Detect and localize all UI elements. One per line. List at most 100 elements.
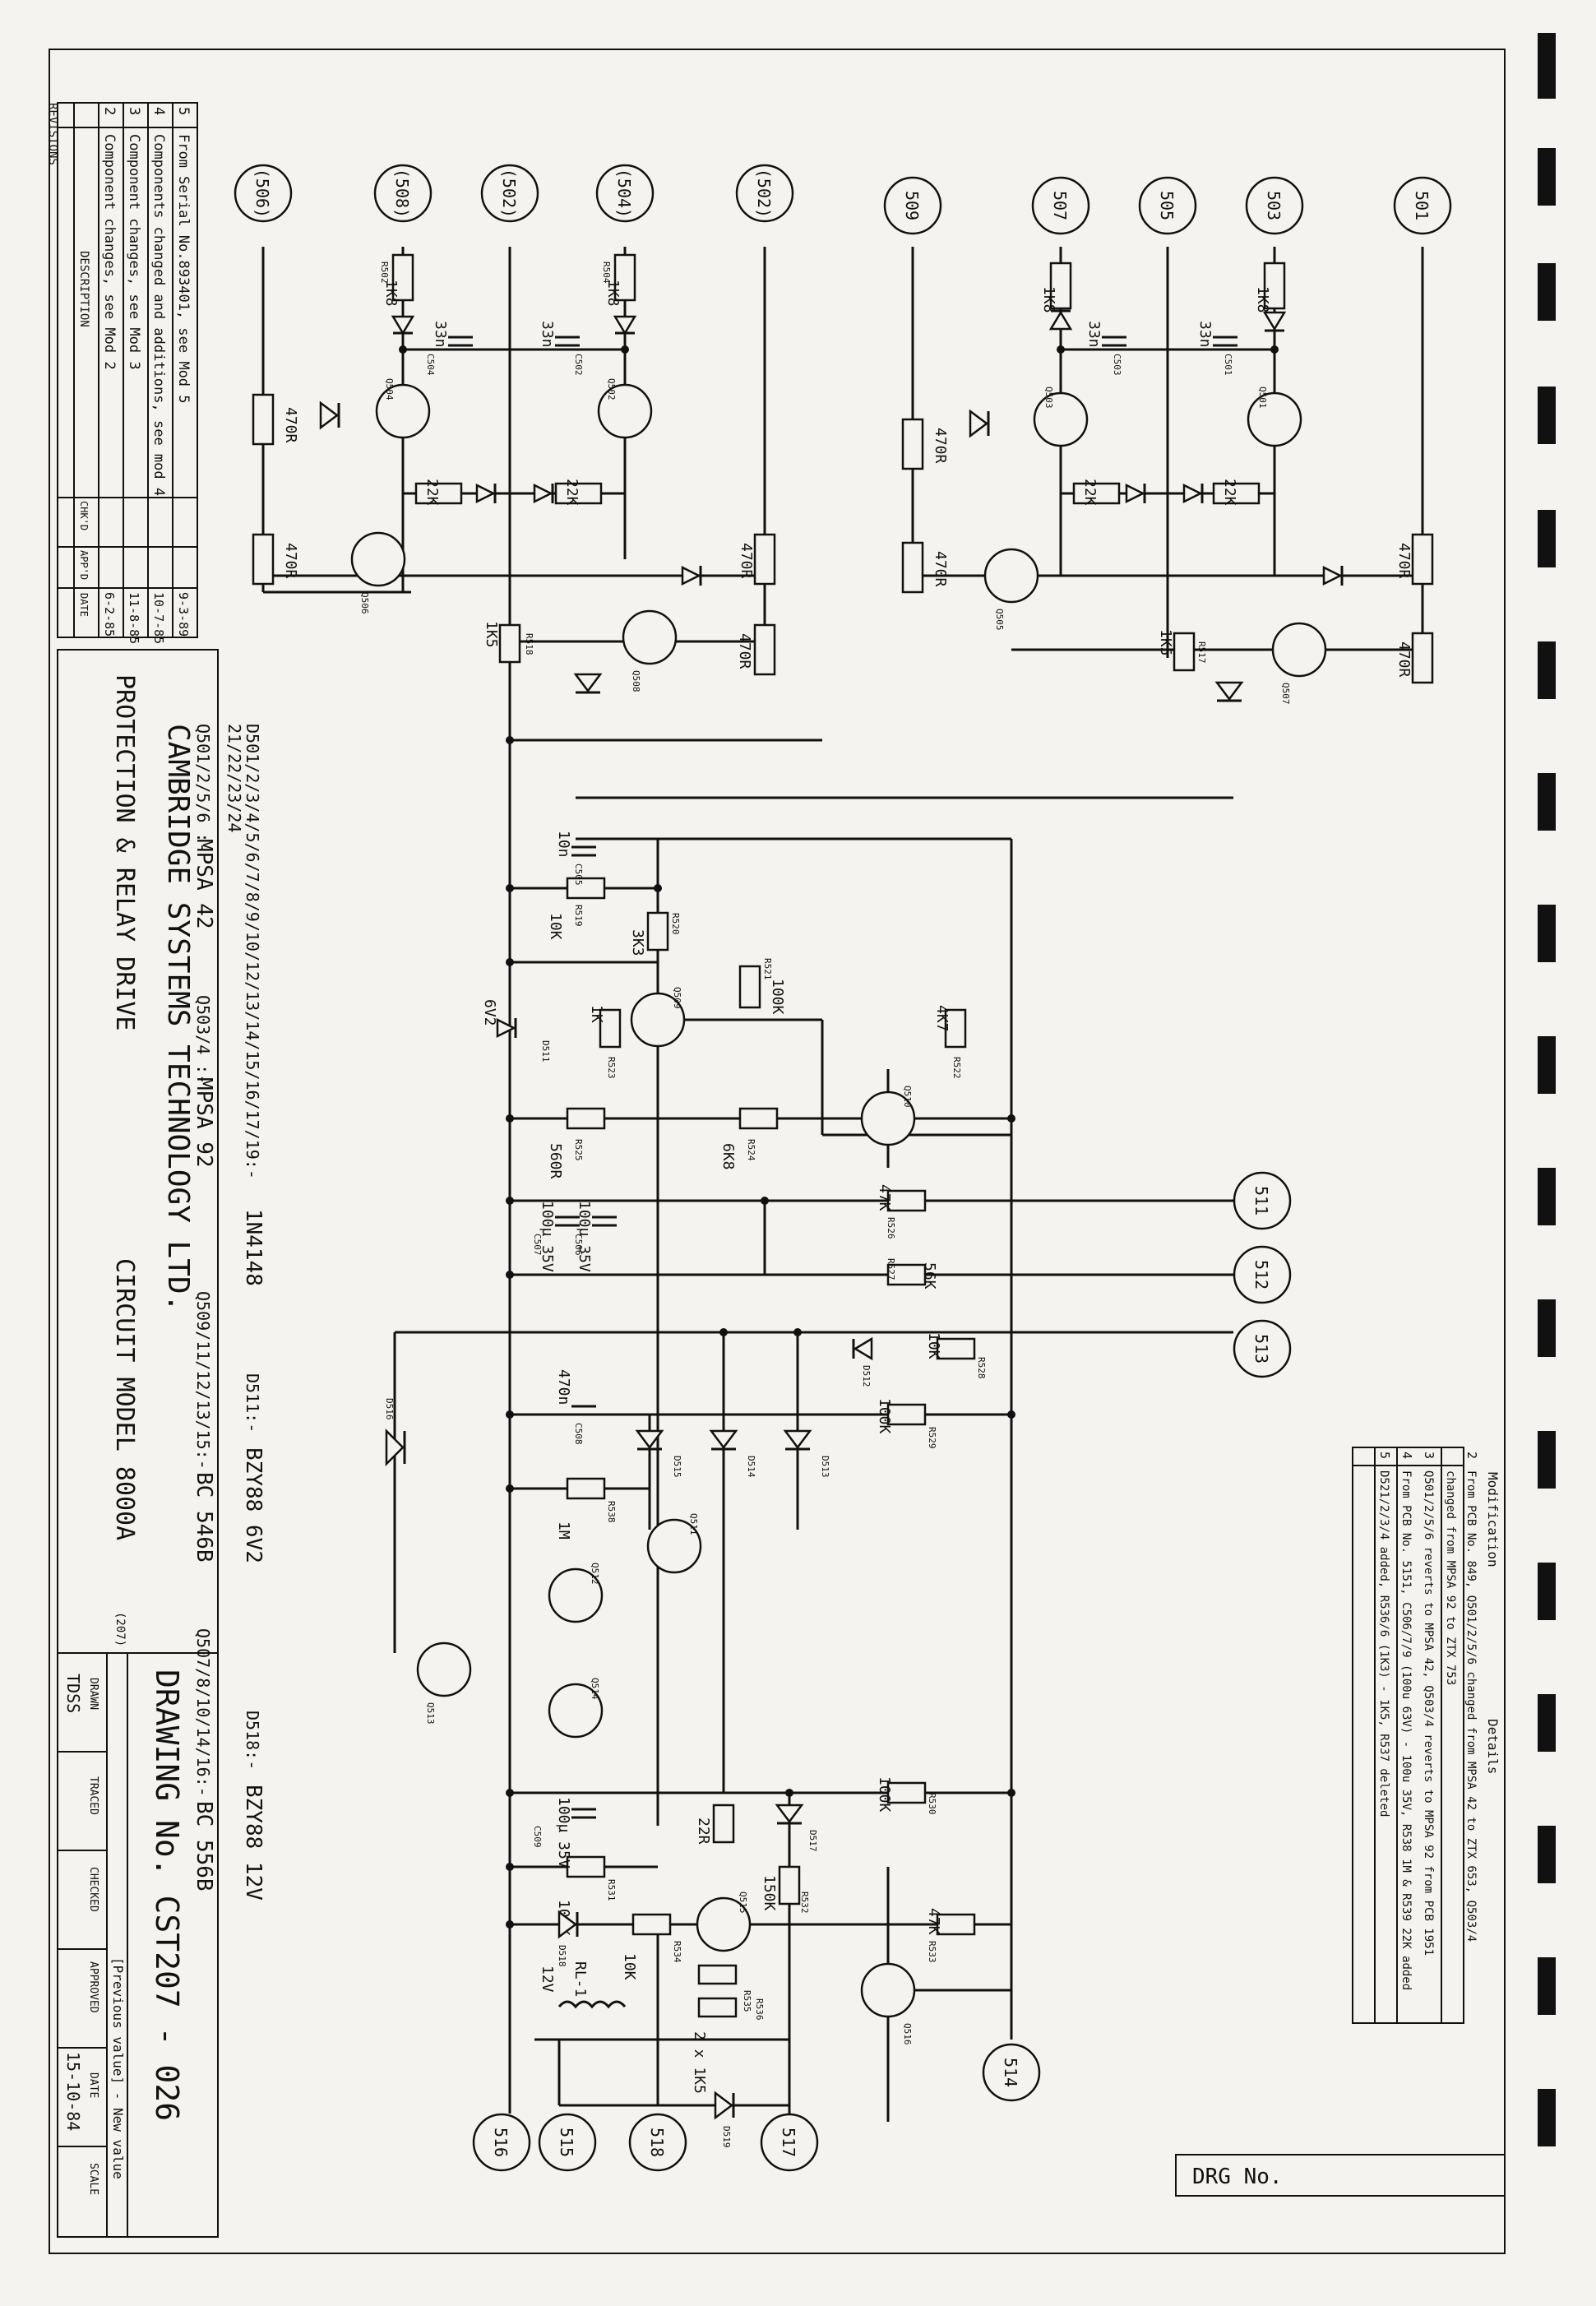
note-value: BZY88 6V2 <box>241 1447 266 1563</box>
svg-text:R523: R523 <box>606 1057 617 1079</box>
capacitor-c503: 33n <box>1085 321 1126 348</box>
note-value: BZY88 12V <box>241 1785 266 1901</box>
transistor-q512 <box>548 1567 604 1623</box>
svg-text:R521: R521 <box>762 958 773 980</box>
svg-text:R520: R520 <box>670 913 681 935</box>
resistor-r506: 470R <box>252 393 299 446</box>
resistor-r520: 3K3 <box>629 911 669 956</box>
terminal-511: 511 <box>1233 1171 1292 1230</box>
svg-text:22K: 22K <box>563 479 581 506</box>
svg-text:509: 509 <box>902 191 922 220</box>
resistor-r519: 10K <box>547 877 606 940</box>
rev-text: Component changes, see Mod 2 <box>101 134 118 370</box>
svg-text:C508: C508 <box>573 1423 584 1445</box>
resistor-r529: 100K <box>876 1398 927 1434</box>
svg-text:Q502: Q502 <box>606 378 617 401</box>
resistor-r525: 560R <box>547 1107 606 1179</box>
transistor-q516 <box>860 1962 916 2018</box>
svg-text:R525: R525 <box>573 1139 584 1161</box>
rev-description-label: DESCRIPTION <box>77 251 90 327</box>
mod-text: Q501/2/5/6 reverts to MPSA 42, Q503/4 re… <box>1422 1470 1435 1956</box>
svg-text:(508): (508) <box>392 169 412 218</box>
scale-label: SCALE <box>87 2163 99 2195</box>
svg-text:(502): (502) <box>499 169 519 218</box>
resistor-r539: 22R <box>695 1804 735 1845</box>
svg-text:D512: D512 <box>861 1365 872 1387</box>
svg-text:C504: C504 <box>425 354 436 376</box>
mod-no: 3 <box>1422 1452 1436 1459</box>
capacitor-c508: 470n <box>555 1369 596 1416</box>
svg-text:470R: 470R <box>736 633 753 669</box>
title-block: CAMBRIDGE SYSTEMS TECHNOLOGY LTD. PROTEC… <box>57 649 219 2238</box>
capacitors: 33n 33n 33n 33n 10n 100µ 35V 100µ 35V 47… <box>432 321 1237 1868</box>
capacitor-c501: 33n <box>1196 321 1237 348</box>
sheet-border <box>49 49 1506 2254</box>
resistor-r514: 470R <box>252 533 299 586</box>
note-label: D501/2/3/4/5/6/7/8/9/10/12/13/14/15/16/1… <box>243 724 262 1179</box>
svg-text:470R: 470R <box>932 551 949 587</box>
svg-text:470R: 470R <box>932 428 949 464</box>
resistor-r503: 1K8 <box>1040 262 1072 313</box>
svg-text:D514: D514 <box>746 1456 756 1478</box>
mod-text: From PCB No. 5151, C506/7/9 (100u 63V) -… <box>1399 1470 1413 1990</box>
diode-d506 <box>319 401 340 430</box>
resistor-r535: 2 x 1K5 <box>691 1964 738 2094</box>
svg-text:D511: D511 <box>540 1040 551 1063</box>
svg-text:R535: R535 <box>742 1990 752 2012</box>
terminal-508: (508) <box>373 164 433 223</box>
capacitor-c504: 33n <box>432 321 473 348</box>
resistor-r515: 470R <box>1395 632 1434 684</box>
terminal-509: 509 <box>883 176 942 235</box>
svg-text:Q513: Q513 <box>425 1702 436 1725</box>
traced-label: TRACED <box>87 1776 99 1815</box>
svg-text:Q504: Q504 <box>384 378 395 401</box>
diode-d505 <box>969 409 990 438</box>
svg-text:47K: 47K <box>925 1908 942 1935</box>
rev-date: 10-7-85 <box>151 592 166 644</box>
diode-d519 <box>714 2091 735 2120</box>
svg-text:4K7: 4K7 <box>933 1005 951 1032</box>
svg-text:512: 512 <box>1251 1260 1271 1290</box>
terminal-504: (504) <box>595 164 655 223</box>
svg-text:Q507: Q507 <box>1280 683 1291 705</box>
transistor-q504 <box>375 383 431 439</box>
svg-text:R536: R536 <box>754 1998 765 2021</box>
mod-no: 2 <box>1464 1452 1479 1459</box>
drawing-model-suffix: (207) <box>113 1612 127 1646</box>
note-label: Q507/8/10/14/16:- <box>193 1628 213 1797</box>
terminal-515: 515 <box>538 2113 597 2172</box>
resistor-r517: 1K5 <box>1157 629 1196 672</box>
component-notes: D501/2/3/4/5/6/7/8/9/10/12/13/14/15/16/1… <box>192 724 266 1901</box>
resistor-r509: 22K <box>1072 479 1121 506</box>
drawing-title: PROTECTION & RELAY DRIVE <box>110 674 139 1030</box>
svg-text:Q501: Q501 <box>1257 387 1268 409</box>
diodes: 6V2 12V <box>319 309 1344 2120</box>
svg-text:Q511: Q511 <box>688 1513 699 1535</box>
svg-text:R502: R502 <box>379 262 390 284</box>
svg-text:R526: R526 <box>886 1217 896 1239</box>
svg-text:100µ 35V: 100µ 35V <box>539 1201 556 1272</box>
terminal-513: 513 <box>1233 1319 1292 1378</box>
svg-text:100K: 100K <box>876 1776 893 1813</box>
diode-d522 <box>613 315 637 336</box>
svg-text:RL-1: RL-1 <box>571 1961 589 1997</box>
svg-text:1K: 1K <box>588 1005 605 1023</box>
resistor-r501: 1K8 <box>1254 262 1286 313</box>
svg-text:513: 513 <box>1251 1334 1271 1364</box>
company-name: CAMBRIDGE SYSTEMS TECHNOLOGY LTD. <box>161 724 195 1312</box>
resistor-r505: 470R <box>901 418 949 470</box>
note-value: BC 556B <box>192 1801 216 1892</box>
svg-text:R524: R524 <box>746 1139 756 1161</box>
resistor-r526: 47K <box>876 1184 927 1212</box>
rev-date: 11-8-85 <box>127 592 141 644</box>
diode-d502 <box>533 483 554 504</box>
svg-text:(502): (502) <box>754 169 774 218</box>
svg-text:12V: 12V <box>539 1966 556 1993</box>
date-value: 15-10-84 <box>63 2052 83 2131</box>
rev-appd-label: APP'D <box>78 550 90 580</box>
diode-d508 <box>681 565 702 586</box>
svg-text:10n: 10n <box>555 831 572 858</box>
svg-text:56K: 56K <box>921 1262 938 1290</box>
date-label: DATE <box>87 2072 99 2098</box>
